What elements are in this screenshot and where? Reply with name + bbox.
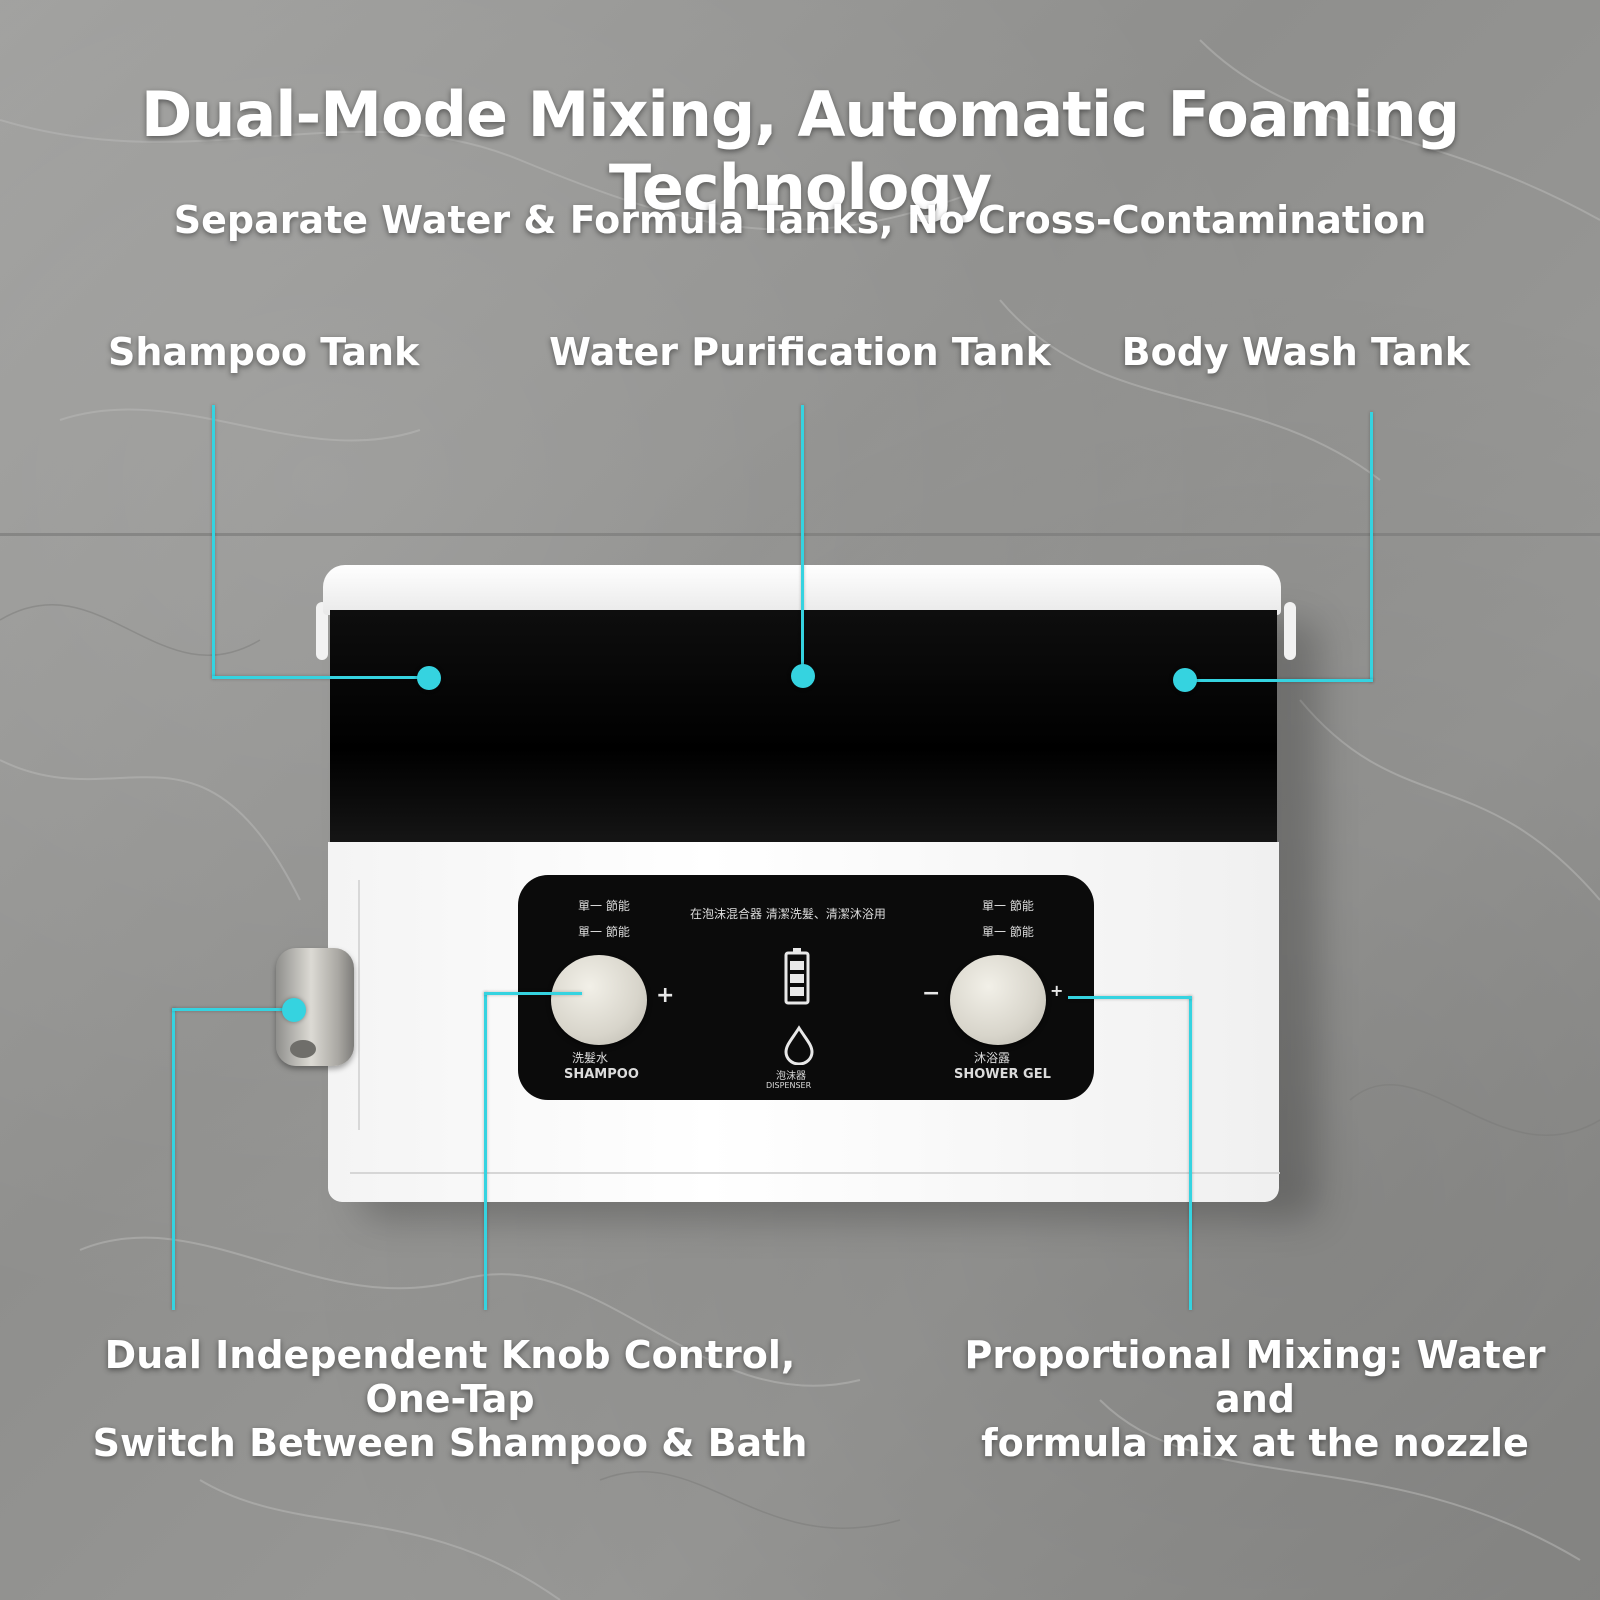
water-tank-marker: [791, 664, 815, 688]
dispenser-cn: 泡沫器: [776, 1071, 806, 1082]
shampoo-tank-marker: [417, 666, 441, 690]
shampoo-knob-cn: 洗髮水: [572, 1051, 609, 1065]
nozzle-marker: [282, 998, 306, 1022]
body-wash-tank-marker: [1173, 668, 1197, 692]
subheadline: Separate Water & Formula Tanks, No Cross…: [173, 198, 1427, 242]
shower-gel-knob[interactable]: [950, 955, 1046, 1045]
mixing-leader-vertical: [1189, 996, 1192, 1310]
knob-leader-horizontal: [484, 992, 582, 995]
shampoo-tank-label: Shampoo Tank: [108, 330, 420, 374]
right-hanger-clip: [1284, 602, 1296, 660]
knob-control-caption: Dual Independent Knob Control, One-Tap S…: [70, 1333, 830, 1465]
panel-top-text: 在泡沫混合器 清潔洗髮、清潔沐浴用: [690, 907, 886, 921]
nozzle-leader-horizontal: [172, 1008, 292, 1011]
body-side-slot: [328, 880, 360, 1130]
mixing-caption: Proportional Mixing: Water and formula m…: [960, 1333, 1550, 1465]
body-wash-leader-horizontal: [1188, 679, 1373, 682]
water-tank-label: Water Purification Tank: [549, 330, 1051, 374]
water-drop-icon: [784, 1025, 814, 1065]
panel-right-text-1: 單一 節能: [982, 899, 1034, 913]
nozzle-outlet: [290, 1040, 316, 1058]
mixing-caption-line1: Proportional Mixing: Water and: [964, 1333, 1546, 1421]
body-seam: [350, 1172, 1280, 1174]
control-panel: 單一 節能 單一 節能 在泡沫混合器 清潔洗髮、清潔沐浴用 單一 節能 單一 節…: [518, 875, 1094, 1100]
minus-sign: −: [922, 981, 941, 1006]
battery-icon: [784, 948, 810, 1005]
right-plus-sign: +: [1050, 981, 1064, 1000]
shower-gel-knob-cn: 沐浴露: [974, 1051, 1011, 1065]
shampoo-leader-horizontal: [212, 676, 427, 679]
shampoo-knob-label: SHAMPOO: [564, 1067, 639, 1082]
body-wash-tank-label: Body Wash Tank: [1121, 330, 1470, 374]
headline: Dual-Mode Mixing, Automatic Foaming Tech…: [140, 78, 1460, 224]
plus-sign: +: [656, 983, 675, 1008]
panel-left-text-2: 單一 節能: [578, 925, 630, 939]
mixing-caption-line2: formula mix at the nozzle: [981, 1421, 1529, 1465]
body-wash-leader-vertical: [1370, 412, 1373, 682]
shower-gel-knob-label: SHOWER GEL: [954, 1067, 1051, 1082]
knob-leader-vertical: [484, 992, 487, 1310]
knob-control-caption-line1: Dual Independent Knob Control, One-Tap: [104, 1333, 796, 1421]
panel-right-text-2: 單一 節能: [982, 925, 1034, 939]
shampoo-leader-vertical: [212, 405, 215, 678]
knob-control-caption-line2: Switch Between Shampoo & Bath: [92, 1421, 808, 1465]
mixing-leader-horizontal: [1068, 996, 1192, 999]
water-leader-vertical: [801, 405, 804, 677]
dispenser-label: DISPENSER: [766, 1081, 812, 1090]
shampoo-knob[interactable]: [551, 955, 647, 1045]
nozzle-leader-vertical: [172, 1008, 175, 1310]
tile-seam: [0, 533, 1600, 536]
panel-left-text-1: 單一 節能: [578, 899, 630, 913]
left-hanger-clip: [316, 602, 328, 660]
